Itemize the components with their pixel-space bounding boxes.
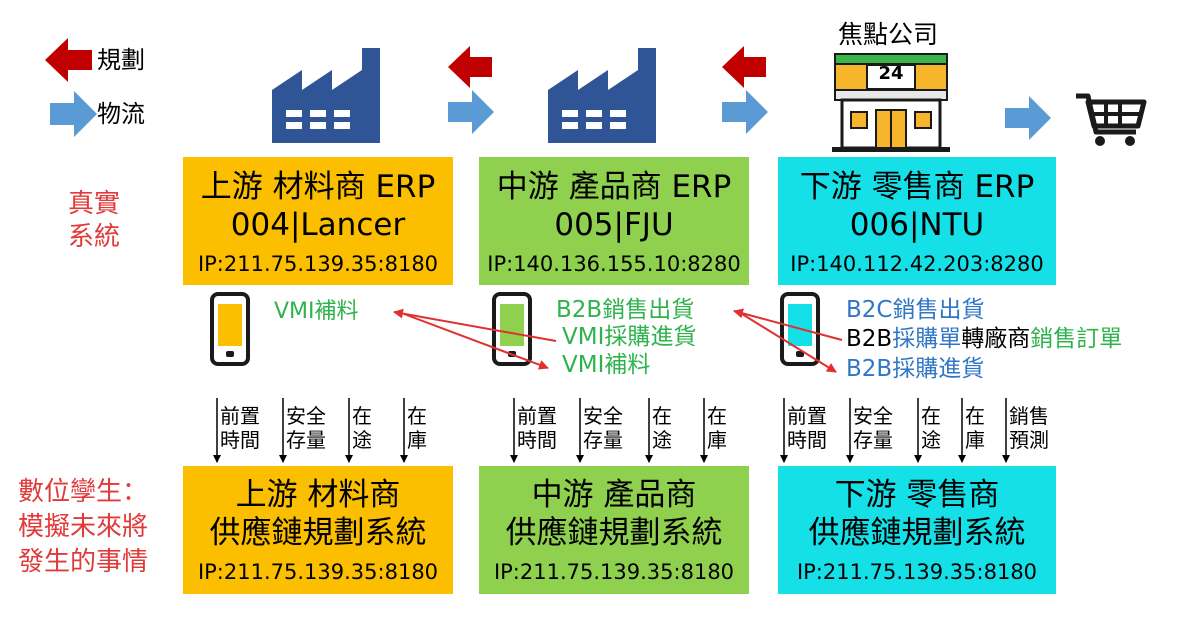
digital-twin-label: 數位孿生： 模擬未來將 發生的事情: [18, 477, 149, 577]
erp-downstream-box: 下游 零售商 ERP 006|NTU IP:140.112.42.203:828…: [778, 157, 1056, 285]
legend-planning-arrow-icon: [45, 38, 92, 82]
upstream-vmi-replenish-label: VMI補料: [274, 299, 359, 324]
scp-ip: IP:211.75.139.35:8180: [493, 560, 735, 584]
mid-b2b-sales-label: B2B銷售出貨: [556, 297, 695, 323]
down-b2b-order-label: B2B採購單轉廠商銷售訂單: [846, 326, 1122, 352]
shopping-cart-icon: [1076, 93, 1147, 146]
scp-title: 中游 產品商: [531, 477, 697, 513]
param-in-transit: 在途: [921, 404, 941, 452]
erp-title: 下游 零售商 ERP: [799, 169, 1035, 205]
erp-ip: IP:140.136.155.10:8280: [487, 252, 741, 276]
store-sign-label: 24: [878, 63, 904, 84]
param-arrows-midstream: [510, 398, 708, 463]
erp-id: 006|NTU: [849, 207, 985, 243]
focal-company-label: 焦點公司: [838, 20, 939, 49]
erp-title: 中游 產品商 ERP: [496, 169, 732, 205]
mid-vmi-purchase-label: VMI採購進貨: [562, 324, 697, 350]
scp-subtitle: 供應鏈規劃系統: [808, 515, 1026, 551]
erp-ip: IP:211.75.139.35:8180: [197, 252, 439, 276]
sales-order-text: 銷售訂單: [1030, 326, 1123, 352]
erp-title: 上游 材料商 ERP: [200, 169, 436, 205]
scp-midstream-box: 中游 產品商 供應鏈規劃系統 IP:211.75.139.35:8180: [479, 466, 749, 594]
erp-id: 004|Lancer: [230, 207, 406, 243]
link-arrow: [403, 313, 549, 370]
erp-upstream-box: 上游 材料商 ERP 004|Lancer IP:211.75.139.35:8…: [183, 157, 453, 285]
planning-arrow-icon: [448, 46, 492, 88]
transfer-vendor-text: 轉廠商: [961, 326, 1031, 352]
param-arrows-downstream: [780, 398, 1010, 463]
erp-id: 005|FJU: [554, 207, 674, 243]
param-in-stock: 在庫: [707, 404, 727, 452]
param-lead-time: 前置時間: [517, 404, 557, 452]
scp-title: 上游 材料商: [235, 477, 401, 513]
param-in-stock: 在庫: [407, 404, 427, 452]
logistics-arrow-icon: [1005, 96, 1051, 140]
link-arrow: [393, 308, 557, 342]
legend-planning-label: 規劃: [97, 46, 145, 74]
down-b2c-sales-label: B2C銷售出貨: [846, 297, 985, 323]
mid-vmi-replenish-label: VMI補料: [562, 352, 651, 378]
param-arrows-upstream: [213, 398, 408, 463]
scp-ip: IP:211.75.139.35:8180: [197, 560, 439, 584]
link-arrow: [733, 308, 843, 341]
factory-upstream-icon: [272, 48, 380, 143]
scp-subtitle: 供應鏈規劃系統: [505, 515, 723, 551]
scp-upstream-box: 上游 材料商 供應鏈規劃系統 IP:211.75.139.35:8180: [183, 466, 453, 594]
erp-ip: IP:140.112.42.203:8280: [790, 252, 1044, 276]
param-safety-stock: 安全存量: [286, 404, 326, 452]
param-safety-stock: 安全存量: [583, 404, 623, 452]
scp-downstream-box: 下游 零售商 供應鏈規劃系統 IP:211.75.139.35:8180: [778, 466, 1056, 594]
factory-midstream-icon: [548, 48, 656, 143]
down-b2b-purchase-label: B2B採購進貨: [846, 356, 985, 382]
scp-title: 下游 零售商: [834, 477, 1000, 513]
link-arrow: [741, 313, 837, 373]
param-sales-forecast: 銷售預測: [1009, 404, 1049, 452]
param-lead-time: 前置時間: [220, 404, 260, 452]
param-in-stock: 在庫: [965, 404, 985, 452]
logistics-arrow-icon: [448, 90, 494, 134]
phone-midstream-icon: [492, 292, 532, 366]
param-in-transit: 在途: [652, 404, 672, 452]
planning-arrow-icon: [722, 46, 766, 88]
scp-ip: IP:211.75.139.35:8180: [796, 560, 1038, 584]
real-system-label: 真實 系統: [68, 189, 121, 252]
param-safety-stock: 安全存量: [853, 404, 893, 452]
legend-logistics-label: 物流: [97, 100, 145, 128]
phone-upstream-icon: [210, 292, 250, 366]
legend-logistics-arrow-icon: [50, 91, 97, 137]
param-lead-time: 前置時間: [787, 404, 827, 452]
scp-subtitle: 供應鏈規劃系統: [209, 515, 427, 551]
erp-midstream-box: 中游 產品商 ERP 005|FJU IP:140.136.155.10:828…: [479, 157, 749, 285]
logistics-arrow-icon: [722, 90, 768, 134]
convenience-store-icon: [832, 53, 950, 152]
param-in-transit: 在途: [352, 404, 372, 452]
b2b-text: B2B: [846, 326, 893, 352]
purchase-order-text: 採購單: [892, 326, 962, 352]
